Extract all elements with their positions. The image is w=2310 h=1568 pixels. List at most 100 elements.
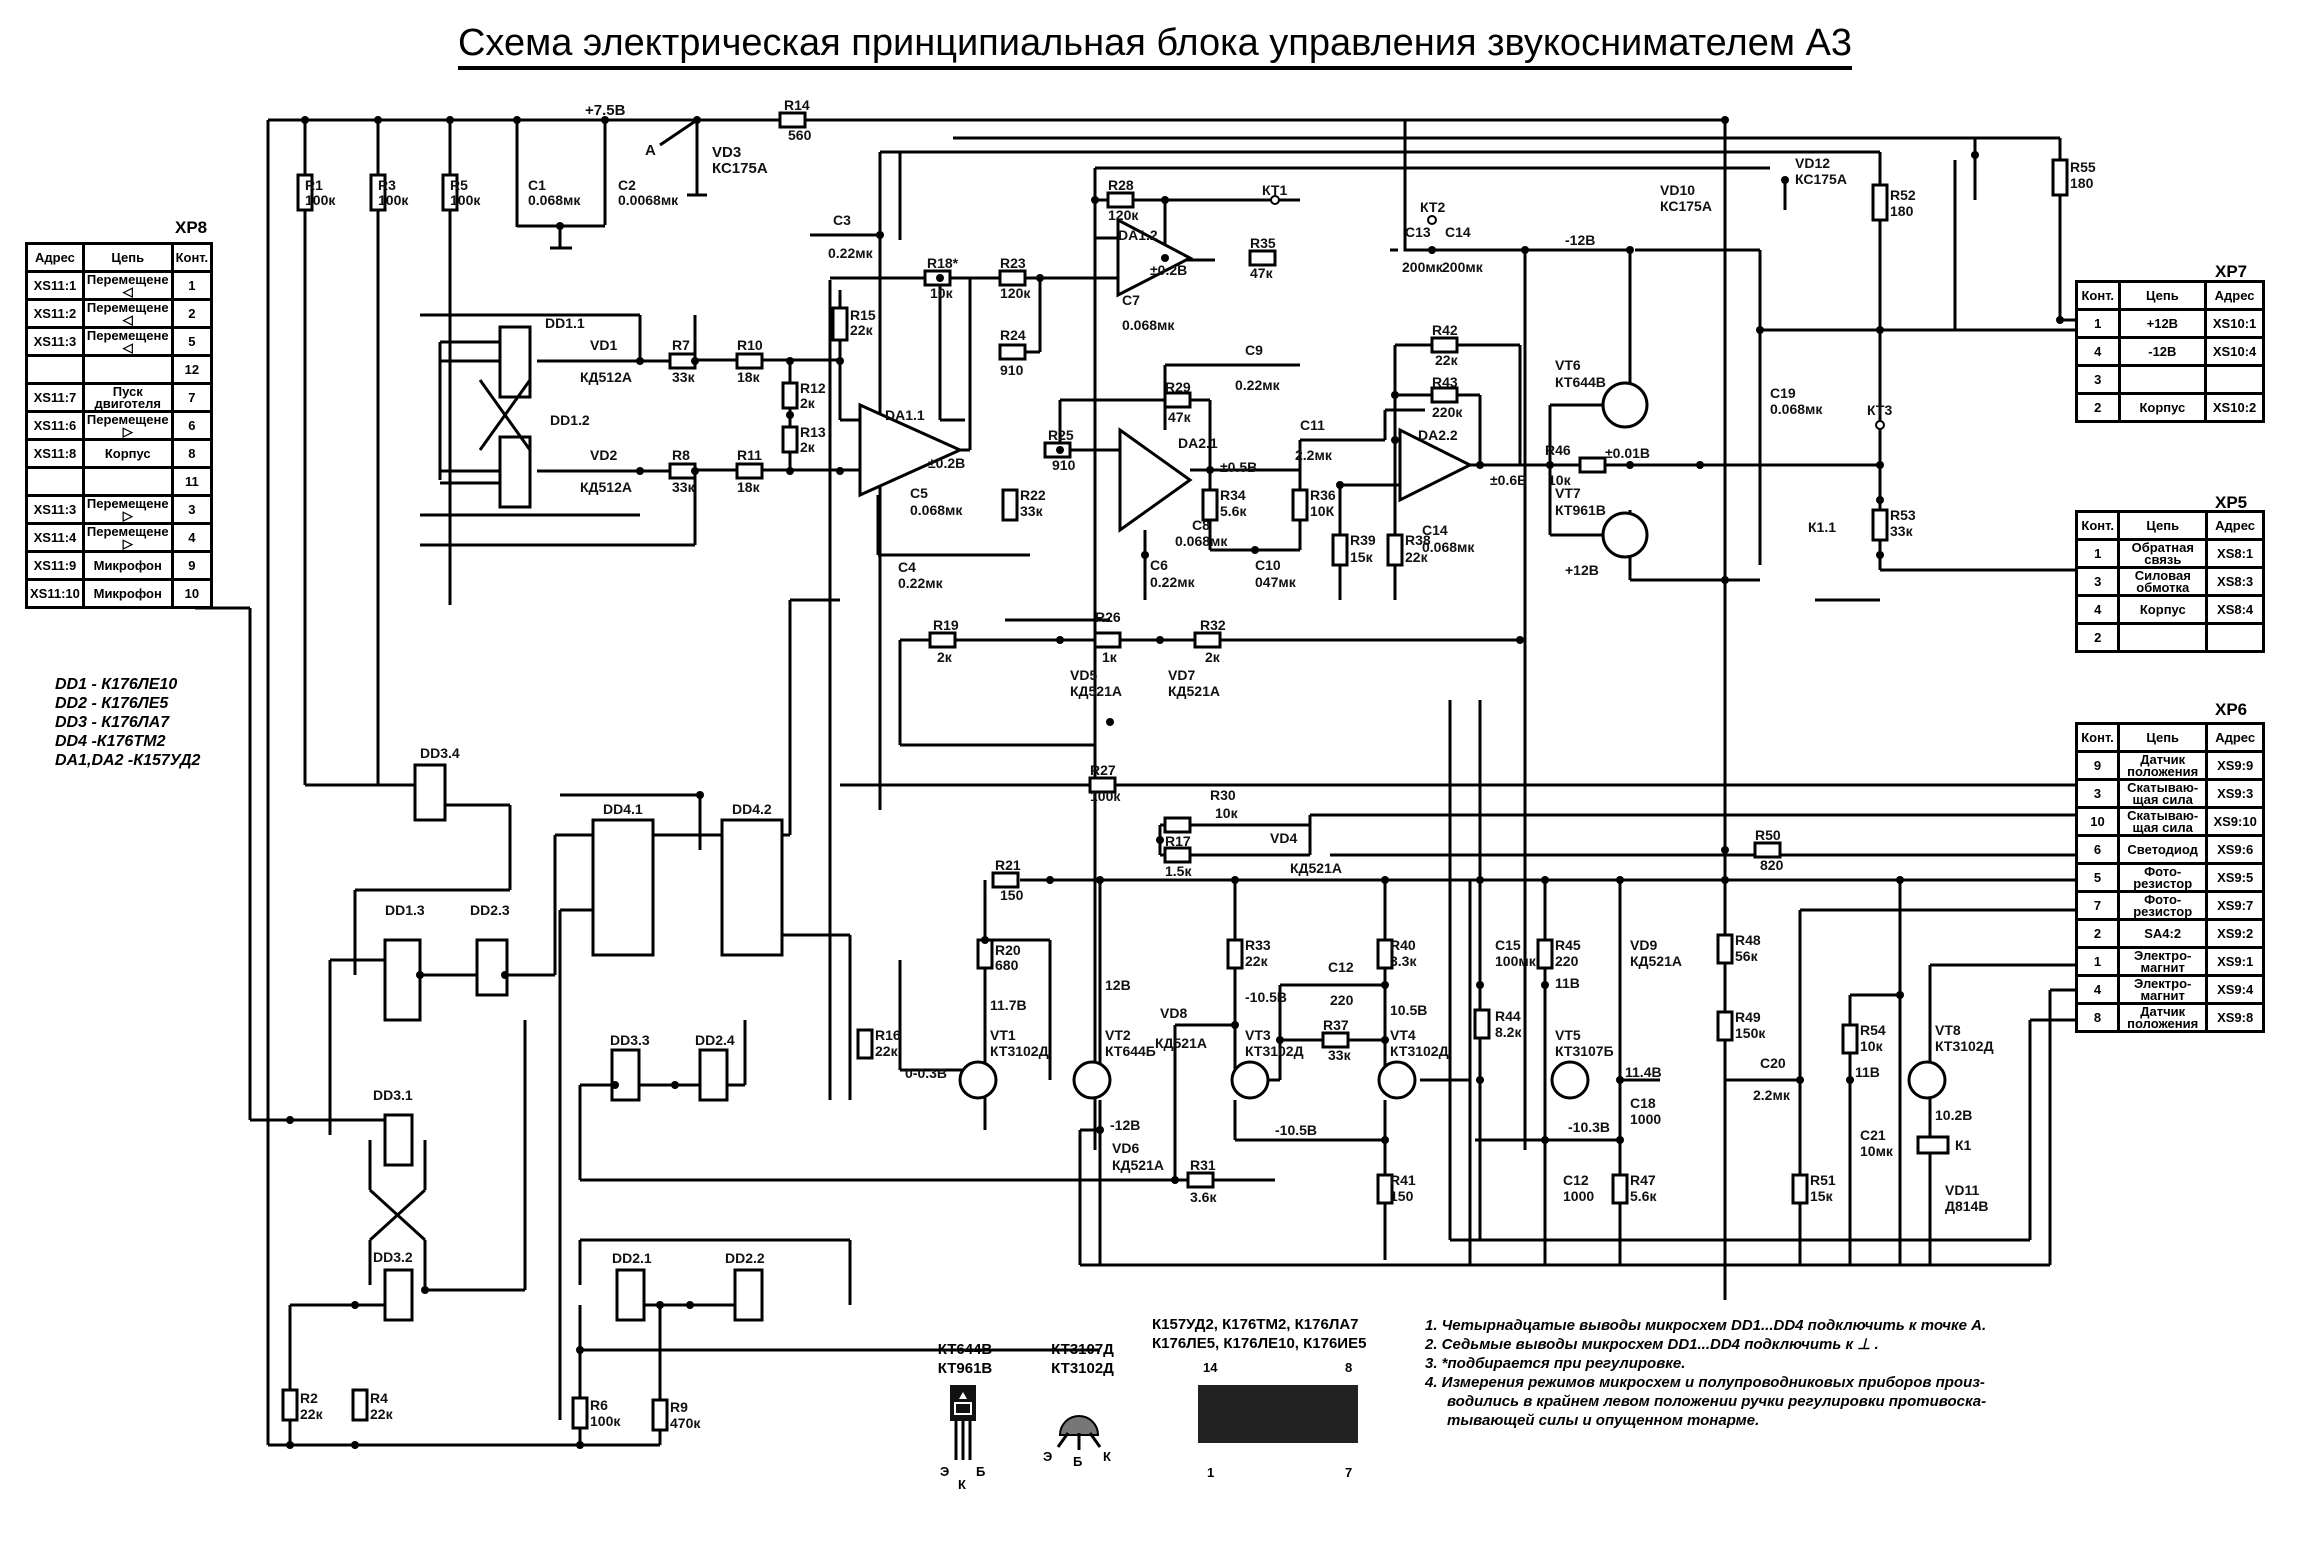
label-DD2.4: DD2.4 [695,1032,735,1048]
value-R23: 120к [1000,285,1031,301]
value-VD5: КД521А [1070,683,1122,699]
label-R1: R1 [305,177,323,193]
value-C8: 0.068мк [1175,533,1228,549]
label-R25: R25 [1048,427,1074,443]
transistor-VT2 [1072,1060,1112,1100]
label-C7: C7 [1122,292,1140,308]
label-C10: C10 [1255,557,1281,573]
value-R25: 910 [1052,457,1076,473]
label-DD2.1: DD2.1 [612,1250,652,1266]
resistor-R14 [778,111,807,129]
label-C3: C3 [833,212,851,228]
value-C5: 0.068мк [910,502,963,518]
resistor-R51 [1791,1173,1809,1205]
label-VD8: VD8 [1160,1005,1187,1021]
value-R49: 150к [1735,1025,1766,1041]
small-transistor-caption: КТ3107Д КТ3102Д [1045,1340,1120,1378]
label-KT2: КТ2 [1420,199,1445,215]
value-VD1: КД512А [580,369,632,385]
cell-net: Светодиод [2117,834,2209,865]
note: 1. Четырнадцатые выводы микросхем DD1...… [1425,1317,1987,1334]
label-VD5: VD5 [1070,667,1097,683]
header-addr: Адрес [2204,280,2265,311]
cell-net: Перемещене ◁ [81,326,174,357]
label-VD10: VD10 [1660,182,1695,198]
small-transistor-type: КТ3102Д [1051,1360,1114,1377]
cell-addr: XS8:4 [2205,594,2265,625]
cell-net: Микрофон [81,578,174,609]
value-C10: 047мк [1255,574,1297,590]
small-transistor-pin-k: К [1103,1449,1111,1464]
value-VD4: КД521А [1290,860,1342,876]
resistor-R49 [1716,1010,1734,1042]
resistor-R1 [296,173,314,212]
resistor-R15 [831,306,849,342]
label-R3: R3 [378,177,396,193]
transistor-VT4 [1377,1060,1417,1100]
label-DA2.2: DA2.2 [1418,427,1458,443]
value-R10: 18к [737,369,761,385]
value-VT6: КТ644В [1555,374,1606,390]
cell-addr [2204,364,2265,395]
value-R52: 180 [1890,203,1914,219]
connector-XP8-title: XP8 [175,218,208,237]
cell-net: Электро-магнит [2117,974,2209,1005]
label-C4: C4 [898,559,916,575]
cell-net: Перемещене ▷ [81,522,174,553]
note: 2. Седьмые выводы микросхем DD1...DD4 по… [1425,1336,1879,1353]
test-point-KT2 [1427,215,1437,225]
label-DD3.1: DD3.1 [373,1087,413,1103]
legend-item: DD1 - К176ЛЕ10 [55,676,178,693]
label-R11: R11 [737,447,762,463]
label-VD11: VD11 [1945,1182,1979,1198]
resistor-R28 [1106,191,1135,209]
cell-net: Фото-резистор [2117,890,2209,921]
cell-addr: XS11:9 [25,550,85,581]
value-R46: 10к [1548,472,1572,488]
value-VT1: КТ3102Д [990,1043,1049,1059]
resistor-R17 [1163,846,1192,864]
cell-addr: XS8:1 [2205,538,2265,569]
connector-XP6-title: XP6 [2215,700,2248,719]
resistor-R45 [1536,938,1554,970]
legend-item: DD4 -К176ТМ2 [55,733,166,750]
value-VT5: КТ3107Б [1555,1043,1614,1059]
label-VD4: VD4 [1270,830,1297,846]
label-R45: R45 [1555,937,1581,953]
cell-pin: 8 [170,438,214,469]
resistor-R32 [1193,631,1222,649]
resistor-R37 [1321,1031,1350,1049]
voltage-R54: 11В [1855,1064,1880,1080]
value-R31: 3.6к [1190,1189,1217,1205]
value-R44: 8.2к [1495,1024,1522,1040]
transistor-VT1 [958,1060,998,1100]
cell-net: Силовая обмотка [2117,566,2209,597]
cell-pin: 6 [2074,834,2121,865]
resistor-R19 [928,631,957,649]
value-VD3: КС175А [712,160,768,177]
cell-addr: XS11:6 [25,410,85,441]
value-VT4: КТ3102Д [1390,1043,1449,1059]
cell-pin: 2 [2074,622,2121,653]
cell-addr: XS9:9 [2205,750,2265,781]
cell-net [2117,364,2208,395]
cell-pin: 6 [170,410,214,441]
value-R5: 100к [450,192,481,208]
value-R18: 10к [930,285,954,301]
value-R1: 100к [305,192,336,208]
note-continuation: водились в крайнем левом положении ручки… [1447,1393,1987,1410]
label-KT3: КТ3 [1867,402,1892,418]
resistor-R41 [1376,1173,1394,1205]
cell-addr: XS11:3 [25,494,85,525]
